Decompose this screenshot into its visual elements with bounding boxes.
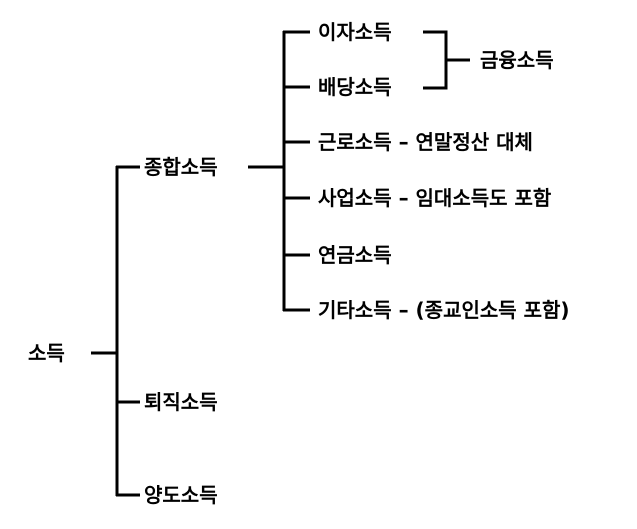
node-dividend-income: 배당소득 [318,75,392,99]
node-retirement-income: 퇴직소득 [144,390,218,414]
node-pension-income: 연금소득 [318,243,392,267]
node-earned-income: 근로소득 – 연말정산 대체 [318,130,533,154]
financial-bracket [423,30,448,90]
root-label: 소득 [28,341,65,365]
node-financial-income: 금융소득 [480,48,554,72]
node-business-income: 사업소득 – 임대소득도 포함 [318,186,552,210]
node-interest-income: 이자소득 [318,20,392,44]
node-other-income: 기타소득 – (종교인소득 포함) [318,298,570,322]
node-transfer-income: 양도소득 [144,483,218,507]
node-comprehensive-income: 종합소득 [144,155,218,179]
